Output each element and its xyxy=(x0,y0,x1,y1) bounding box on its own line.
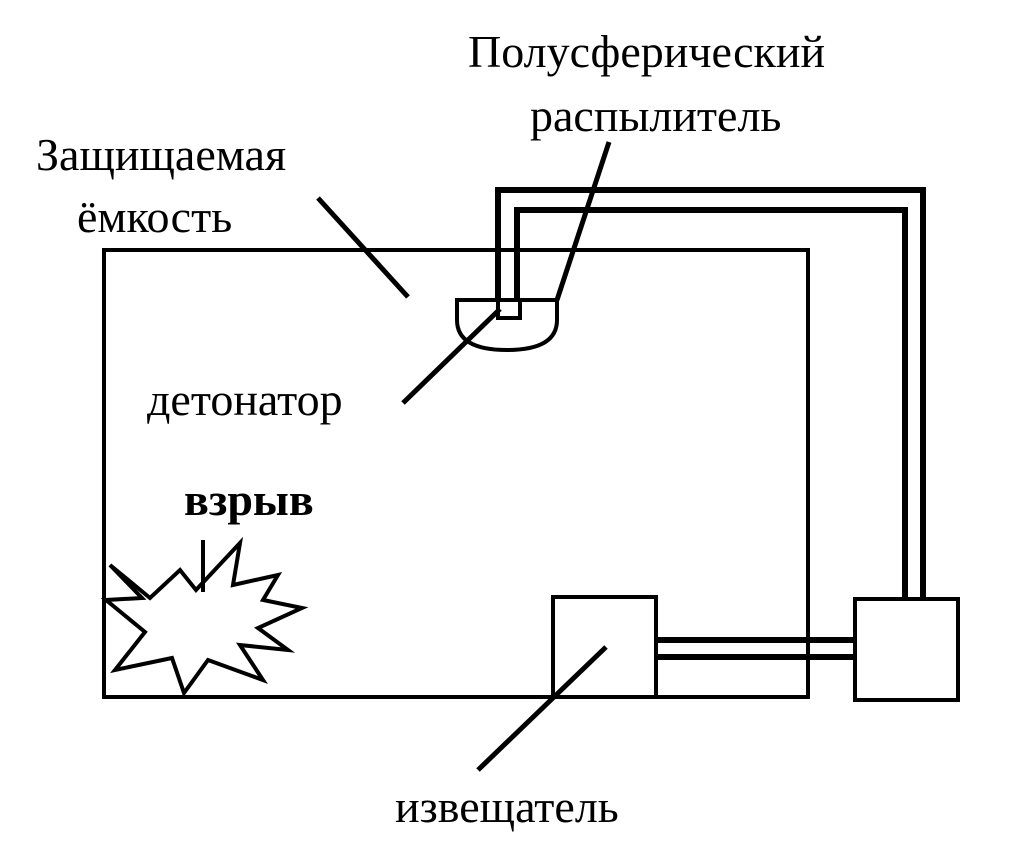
detector-box xyxy=(551,595,658,699)
container-leader-line xyxy=(316,196,410,299)
control-unit-box xyxy=(853,597,960,702)
sprayer-leader-line xyxy=(554,141,612,301)
explosion-star xyxy=(100,536,309,698)
label-sprayer-line2: распылитель xyxy=(530,90,781,141)
label-container-line2: ёмкость xyxy=(77,191,232,242)
sprayer-cable xyxy=(495,187,926,599)
label-container-line1: Защищаемая xyxy=(36,129,286,180)
detonator-leader-line xyxy=(401,307,502,405)
label-sprayer-line1: Полусферический xyxy=(468,26,825,77)
detonator-block xyxy=(496,298,522,320)
detector-cable xyxy=(656,637,855,660)
label-detonator: детонатор xyxy=(147,374,343,425)
detector-leader-line xyxy=(476,645,608,772)
label-detector: извещатель xyxy=(395,781,619,832)
hemispherical-sprayer xyxy=(455,298,559,353)
protected-container xyxy=(102,248,810,699)
label-explosion: взрыв xyxy=(184,474,314,525)
